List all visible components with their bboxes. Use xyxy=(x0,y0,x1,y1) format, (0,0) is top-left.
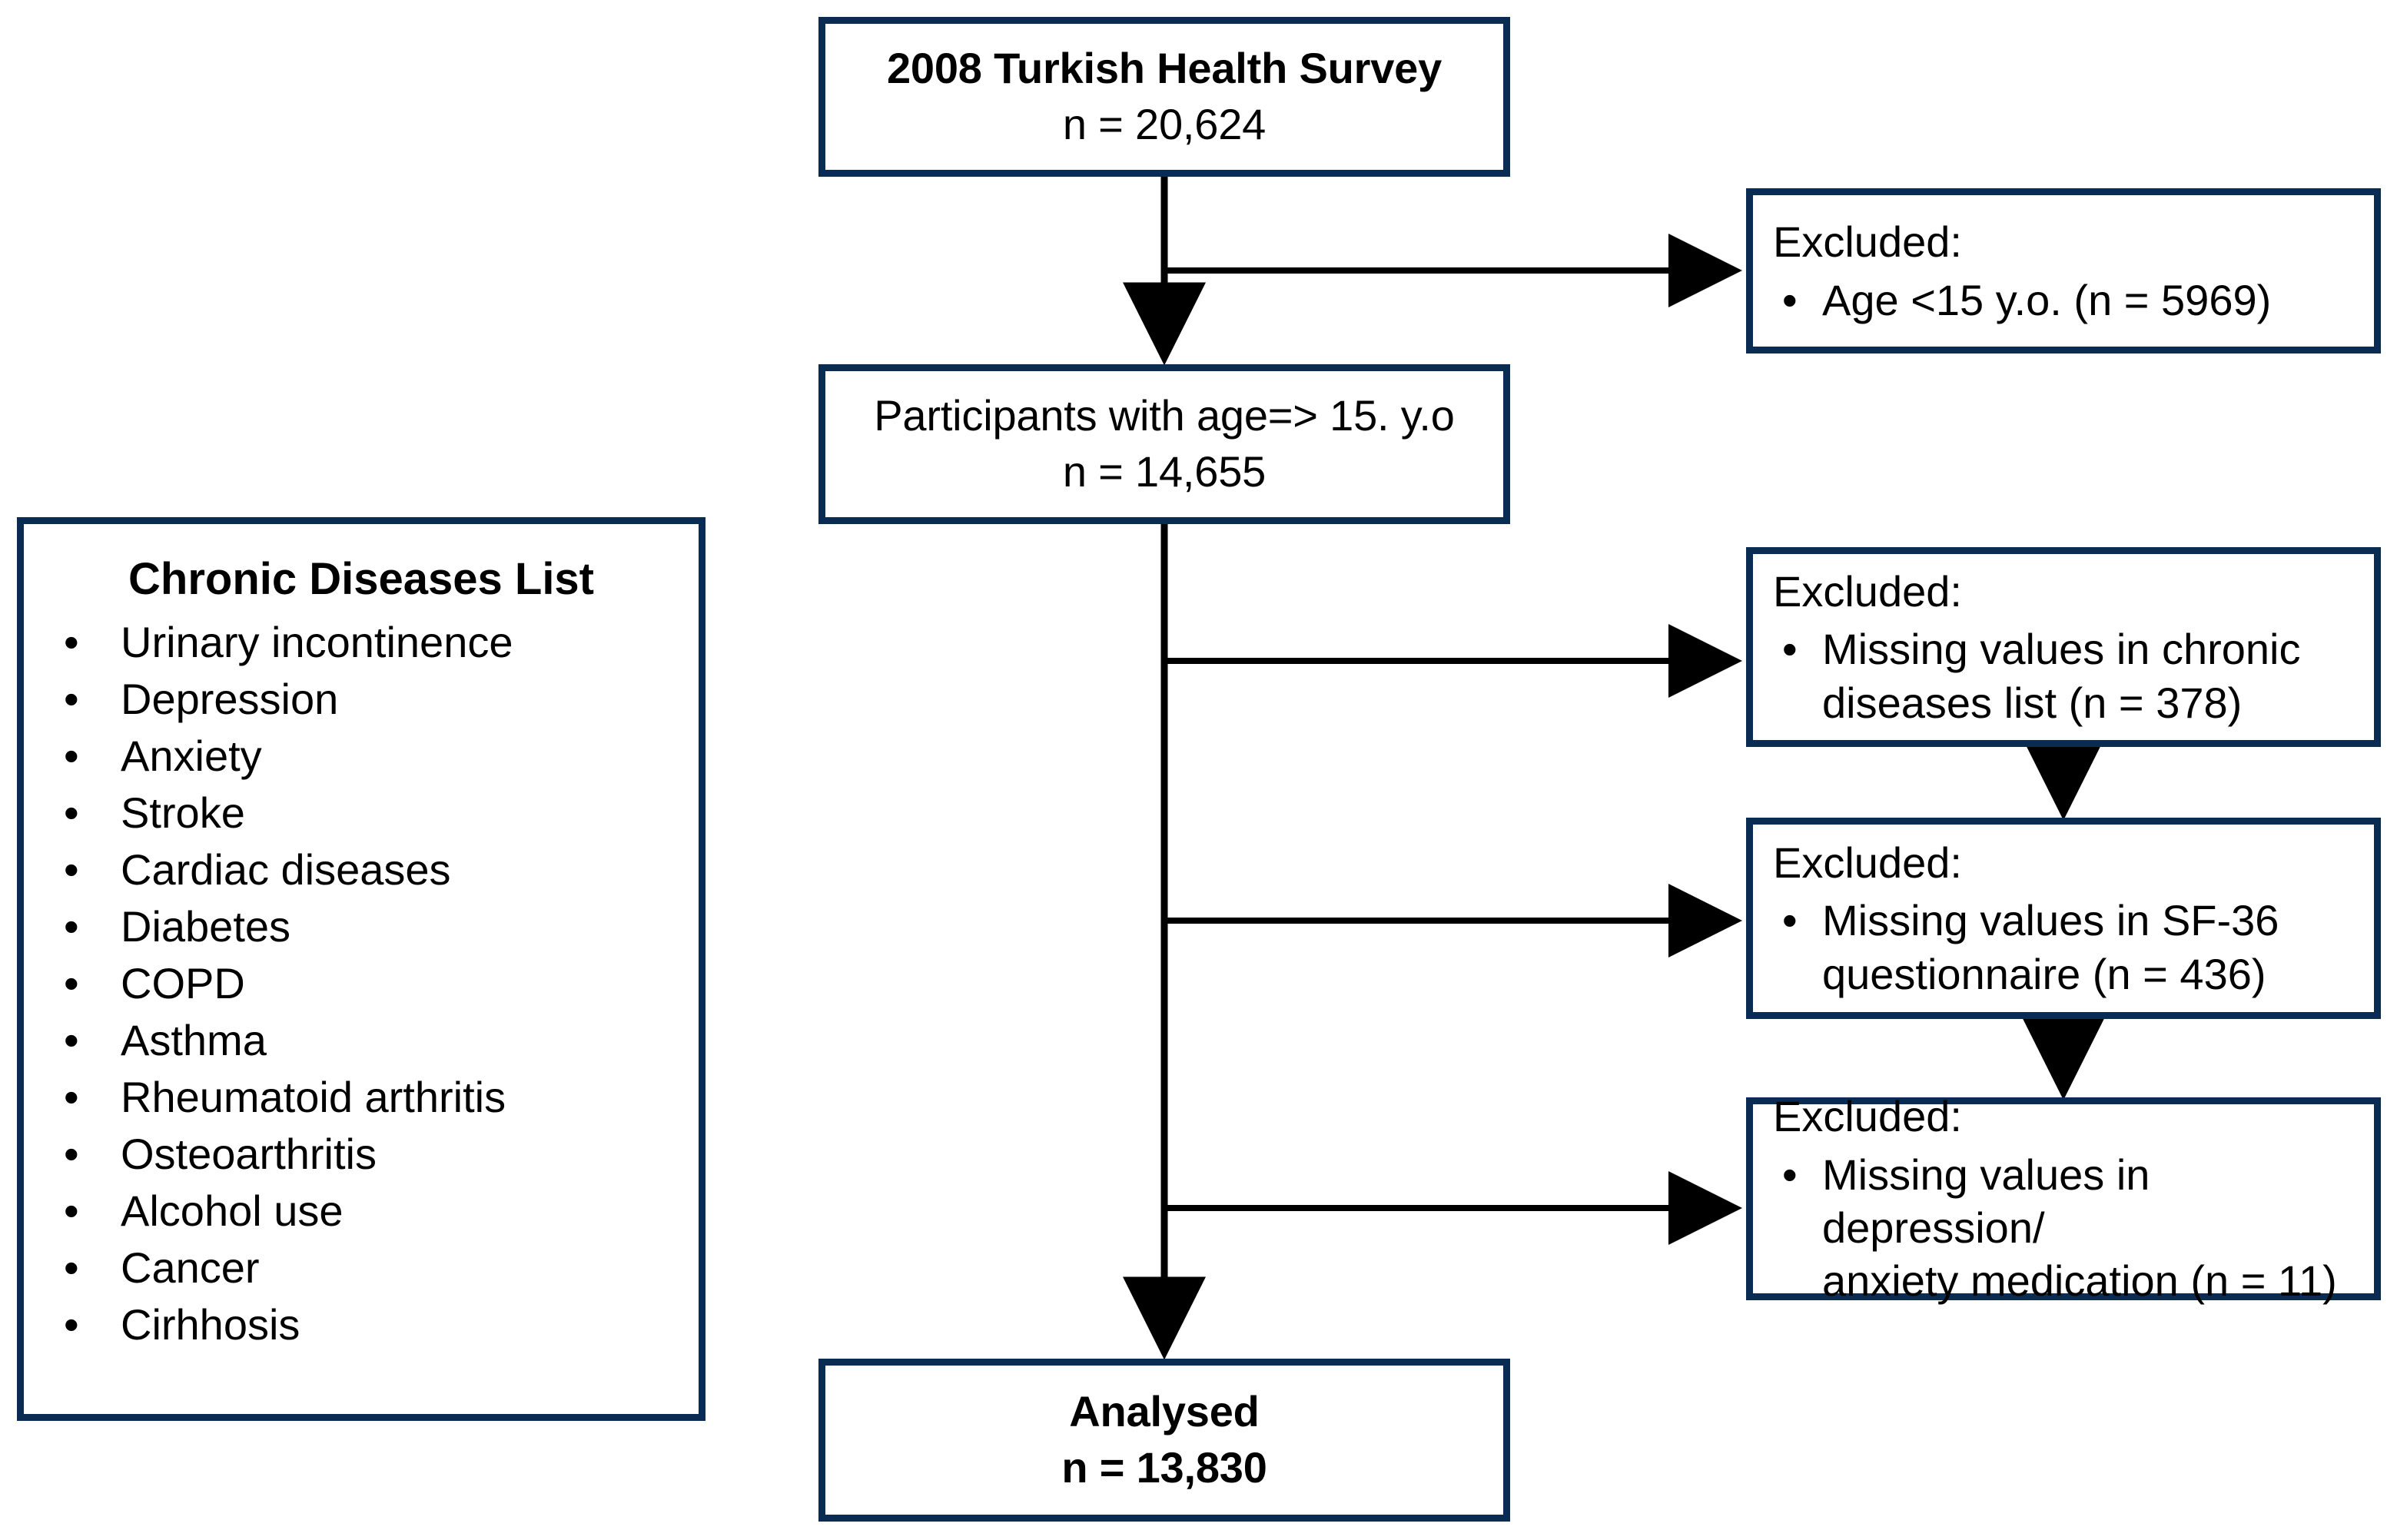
disease-label: Alcohol use xyxy=(121,1186,344,1235)
disease-label: Anxiety xyxy=(121,731,262,780)
bullet-icon: • xyxy=(64,958,79,1007)
survey-box: 2008 Turkish Health Survey n = 20,624 xyxy=(818,17,1510,177)
disease-label: Asthma xyxy=(121,1015,267,1064)
bullet-icon: • xyxy=(64,731,79,780)
list-item: • Rheumatoid arthritis xyxy=(24,1072,699,1121)
bullet-icon: • xyxy=(64,1186,79,1235)
excluded-chronic-box: Excluded: • Missing values in chronic di… xyxy=(1746,547,2381,747)
bullet-icon: • xyxy=(1782,625,1798,674)
excluded-sf36-header: Excluded: xyxy=(1773,838,1962,887)
excluded-chronic-text: Missing values in chronic diseases list … xyxy=(1822,625,2301,727)
survey-title: 2008 Turkish Health Survey xyxy=(886,44,1443,93)
excluded-age-text: Age <15 y.o. (n = 5969) xyxy=(1822,275,2272,324)
list-item: • Cancer xyxy=(24,1246,699,1289)
bullet-icon: • xyxy=(64,1015,79,1064)
excluded-sf36-text: Missing values in SF-36 questionnaire (n… xyxy=(1822,896,2279,998)
excluded-medication-box: Excluded: • Missing values in depression… xyxy=(1746,1092,2381,1305)
bullet-icon: • xyxy=(64,1243,79,1292)
participants-label: Participants with age=> 15. y.o xyxy=(874,391,1455,440)
bullet-icon: • xyxy=(64,1072,79,1121)
disease-label: Cardiac diseases xyxy=(121,845,451,894)
excluded-age-box: Excluded: • Age <15 y.o. (n = 5969) xyxy=(1746,188,2381,353)
chronic-diseases-title: Chronic Diseases List xyxy=(128,554,594,604)
analysed-count: n = 13,830 xyxy=(1061,1443,1267,1492)
bullet-icon: • xyxy=(64,1129,79,1178)
participants-count: n = 14,655 xyxy=(1062,447,1267,496)
bullet-icon: • xyxy=(64,845,79,894)
disease-label: Cirhhosis xyxy=(121,1299,300,1349)
excluded-chronic-item: • Missing values in chronic diseases lis… xyxy=(1773,622,2374,729)
analysed-box: Analysed n = 13,830 xyxy=(818,1359,1510,1522)
excluded-medication-text: Missing values in depression/ anxiety me… xyxy=(1822,1150,2337,1306)
survey-count: n = 20,624 xyxy=(1062,100,1267,148)
list-item: • Anxiety xyxy=(24,731,699,780)
excluded-medication-item: • Missing values in depression/ anxiety … xyxy=(1773,1148,2374,1308)
disease-label: Rheumatoid arthritis xyxy=(121,1072,506,1121)
list-item: • Diabetes xyxy=(24,901,699,951)
excluded-chronic-header: Excluded: xyxy=(1773,566,1962,616)
list-item: • COPD xyxy=(24,958,699,1007)
list-item: • Urinary incontinence xyxy=(24,617,699,666)
chronic-diseases-box: Chronic Diseases List • Urinary incontine… xyxy=(17,517,705,1421)
disease-label: Cancer xyxy=(121,1243,260,1292)
bullet-icon: • xyxy=(64,1299,79,1349)
disease-label: COPD xyxy=(121,958,245,1007)
disease-label: Urinary incontinence xyxy=(121,617,513,666)
list-item: • Cardiac diseases xyxy=(24,848,699,891)
list-item: • Depression xyxy=(24,674,699,723)
analysed-label: Analysed xyxy=(1069,1387,1260,1436)
list-item: •Cirhhosis xyxy=(24,1303,699,1346)
disease-label: Osteoarthritis xyxy=(121,1129,377,1178)
excluded-age-item: • Age <15 y.o. (n = 5969) xyxy=(1773,274,2374,327)
excluded-medication-header: Excluded: xyxy=(1773,1092,1962,1141)
excluded-sf36-box: Excluded: • Missing values in SF-36 ques… xyxy=(1746,818,2381,1019)
bullet-icon: • xyxy=(64,788,79,837)
list-item: • Alcohol use xyxy=(24,1186,699,1235)
excluded-sf36-item: • Missing values in SF-36 questionnaire … xyxy=(1773,894,2374,1001)
chronic-diseases-list: • Urinary incontinence • Depression • Anxiety… xyxy=(24,617,699,1360)
list-item: • Osteoarthritis xyxy=(24,1129,699,1178)
bullet-icon: • xyxy=(1782,275,1798,324)
bullet-icon: • xyxy=(1782,1150,1798,1199)
disease-label: Depression xyxy=(121,674,339,723)
list-item: • Stroke xyxy=(24,788,699,837)
bullet-icon: • xyxy=(64,674,79,723)
disease-label: Diabetes xyxy=(121,901,291,951)
list-item: • Asthma xyxy=(24,1015,699,1064)
bullet-icon: • xyxy=(64,617,79,666)
bullet-icon: • xyxy=(64,901,79,951)
bullet-icon: • xyxy=(1782,896,1798,945)
disease-label: Stroke xyxy=(121,788,245,837)
participants-box: Participants with age=> 15. y.o n = 14,6… xyxy=(818,364,1510,524)
excluded-age-header: Excluded: xyxy=(1773,217,1962,267)
